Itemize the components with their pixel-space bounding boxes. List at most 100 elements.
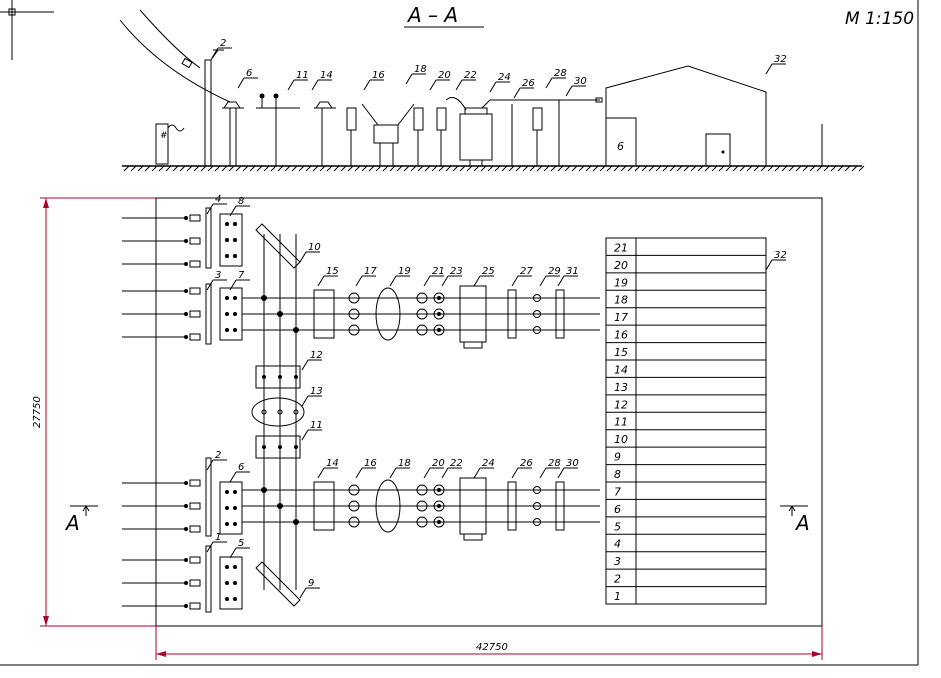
feeder-node	[184, 312, 188, 316]
callout-label: 18	[414, 64, 427, 75]
vt-circle	[433, 308, 445, 320]
hatch-stroke	[732, 165, 739, 172]
contact-dot	[225, 490, 229, 494]
hatch-stroke	[214, 165, 221, 172]
portal-bar	[205, 207, 212, 269]
table-row-number: 8	[614, 468, 621, 481]
hatch-stroke	[340, 165, 347, 172]
callout-label: 19	[398, 266, 411, 277]
hatch-stroke	[837, 165, 844, 172]
hatch-stroke	[627, 165, 634, 172]
table-row-number: 7	[614, 485, 621, 498]
hatch-stroke	[669, 165, 676, 172]
leader-line	[317, 275, 325, 287]
arrester-node	[533, 486, 541, 494]
table-row-number: 13	[614, 381, 628, 394]
arrester-node	[533, 294, 541, 302]
hatch-stroke	[599, 165, 606, 172]
leader-line	[473, 275, 481, 287]
callout-label: 30	[574, 76, 587, 87]
hatch-stroke	[249, 165, 256, 172]
ct-circle	[416, 324, 428, 336]
hatch-stroke	[823, 165, 830, 172]
leader-line	[405, 73, 413, 85]
leader-line	[473, 467, 481, 479]
hatch-stroke	[515, 165, 522, 172]
hatch-stroke	[305, 165, 312, 172]
table-row-number: 17	[614, 311, 628, 324]
hatch-stroke	[473, 165, 480, 172]
contact-dot	[233, 490, 237, 494]
contact-dot	[233, 312, 237, 316]
callout-label: 20	[432, 458, 445, 469]
site-boundary	[155, 197, 823, 627]
section-marker-left: A	[64, 511, 80, 535]
feeder-node	[184, 335, 188, 339]
leader-line	[363, 79, 371, 91]
hatch-stroke	[158, 165, 165, 172]
hatch-stroke	[648, 165, 655, 172]
callout-label: 12	[310, 350, 323, 361]
ct-circle	[348, 500, 360, 512]
hatch-stroke	[144, 165, 151, 172]
table-row-number: 1	[614, 590, 621, 603]
callout-label: 31	[566, 266, 579, 277]
hatch-stroke	[298, 165, 305, 172]
feeder-insulator	[189, 287, 201, 295]
disconnector-box	[219, 556, 243, 610]
feeder-insulator	[189, 237, 201, 245]
leader-line	[441, 275, 449, 287]
ground-post	[155, 123, 169, 165]
vt-circle	[433, 324, 445, 336]
insulator-box	[507, 481, 517, 531]
hatch-stroke	[284, 165, 291, 172]
ct-circle	[348, 516, 360, 528]
hatch-stroke	[858, 165, 865, 172]
callout-label: 5	[238, 538, 244, 549]
feeder-insulator	[189, 502, 201, 510]
height-dimension: 27750	[32, 396, 43, 428]
contact-dot	[294, 375, 298, 379]
junction-dot	[293, 327, 299, 333]
ct-circle	[416, 308, 428, 320]
hatch-stroke	[417, 165, 424, 172]
insulator-icon	[181, 57, 193, 69]
vt-dot	[437, 520, 441, 524]
feeder-node	[184, 504, 188, 508]
callout-label: 17	[364, 266, 377, 277]
hatch-stroke	[795, 165, 802, 172]
contact-dot	[225, 312, 229, 316]
busbar-supports	[222, 93, 336, 166]
hatch-stroke	[711, 165, 718, 172]
ct-circle	[348, 292, 360, 304]
hatch-stroke	[844, 165, 851, 172]
hatch-stroke	[277, 165, 284, 172]
contact-dot	[233, 581, 237, 585]
table-row-number: 9	[614, 451, 621, 464]
leader-line	[557, 467, 565, 479]
leader-line	[423, 467, 431, 479]
hatch-stroke	[228, 165, 235, 172]
contact-dot	[233, 565, 237, 569]
arrester-node	[533, 326, 541, 334]
hatch-stroke	[242, 165, 249, 172]
ct-ellipse	[251, 397, 305, 427]
leader-line	[299, 587, 307, 599]
contact-dot	[233, 506, 237, 510]
callout-label: 21	[432, 266, 445, 277]
ct-node	[277, 409, 283, 415]
hatch-stroke	[550, 165, 557, 172]
hatch-stroke	[641, 165, 648, 172]
hatch-stroke	[410, 165, 417, 172]
contact-dot	[225, 506, 229, 510]
junction-dot	[277, 311, 283, 317]
vt-dot	[437, 312, 441, 316]
feeder-insulator	[189, 556, 201, 564]
leader-line	[539, 275, 547, 287]
apparatus-row	[346, 97, 603, 166]
breaker-ellipse	[375, 479, 401, 533]
table-row-number: 20	[614, 259, 628, 272]
